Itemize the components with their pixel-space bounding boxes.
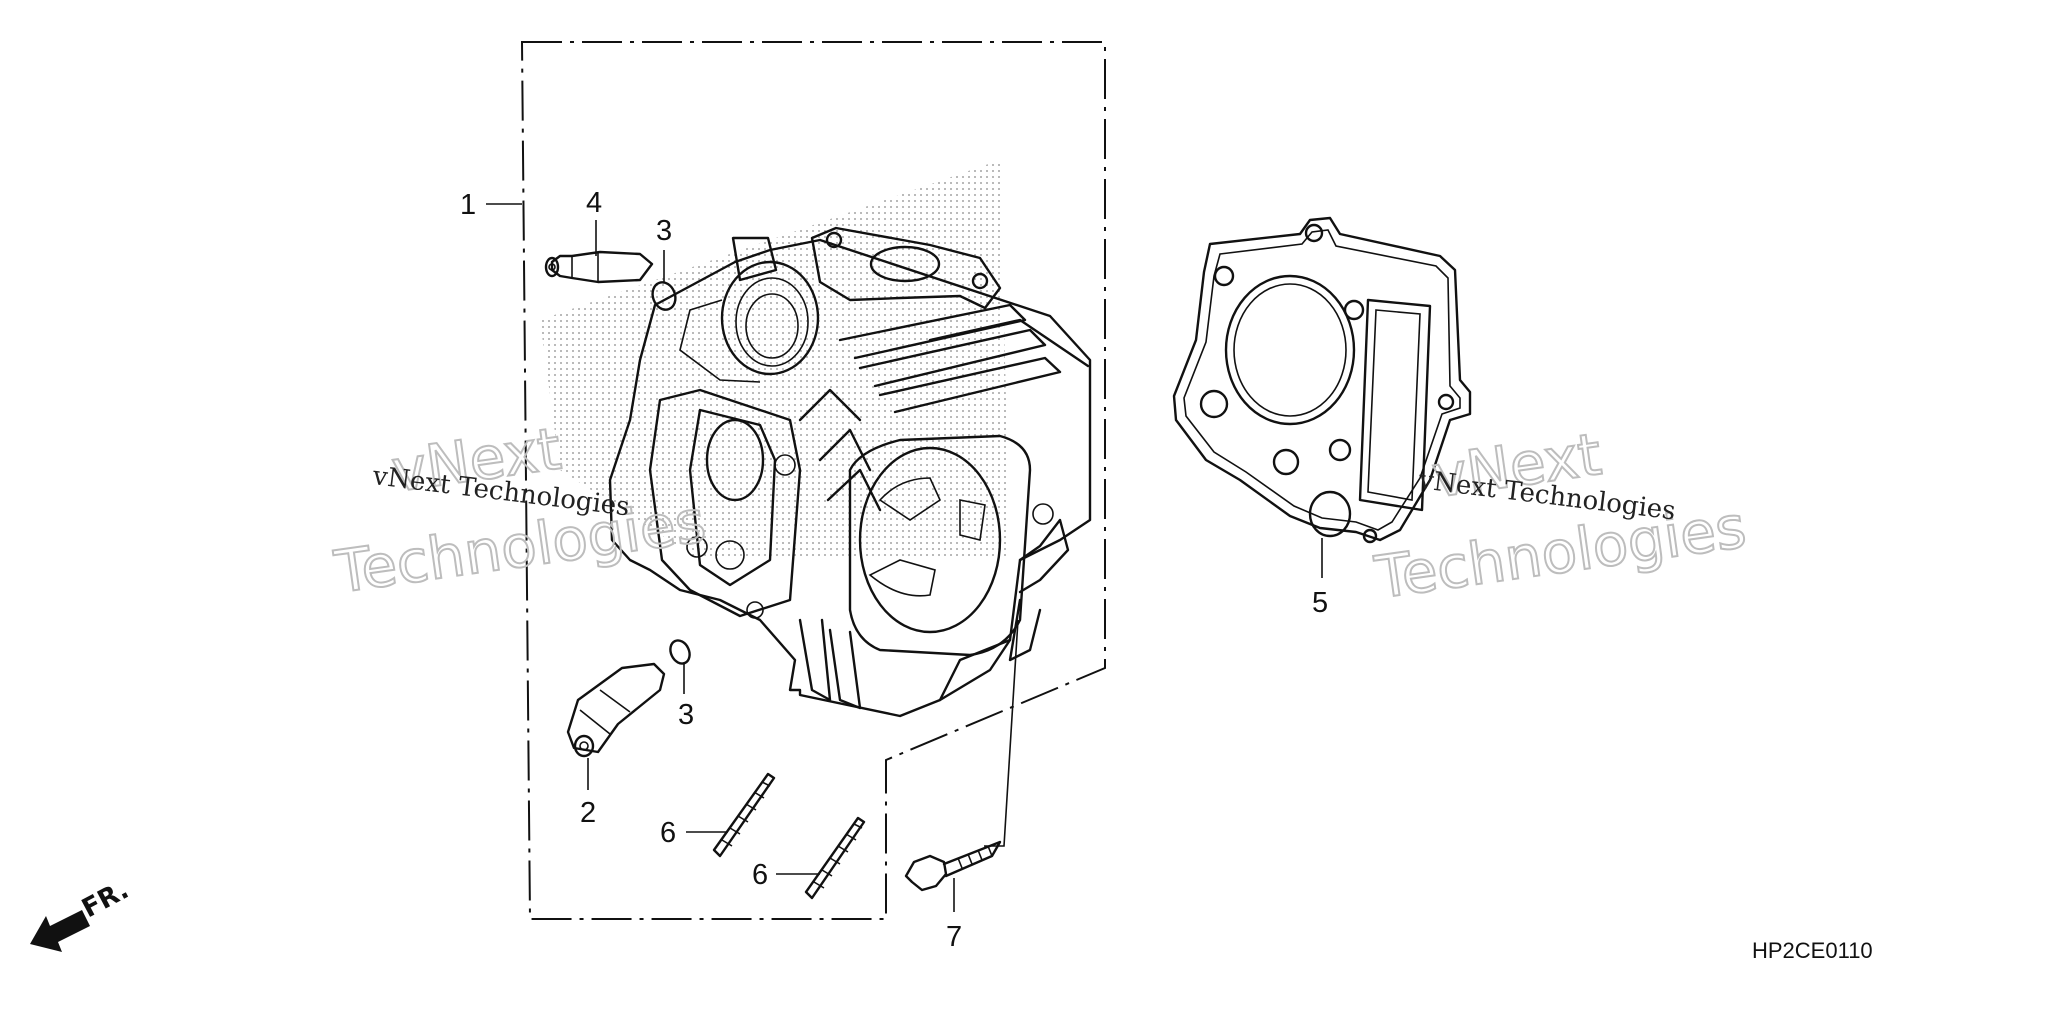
cylinder-head [608,226,1092,718]
callout-2: 2 [580,797,596,829]
o-ring-upper [651,281,677,311]
diagram-code: HP2CE0110 [1752,938,1873,963]
leader-7-ext [984,619,1019,847]
assembly-boundary [520,41,1106,920]
callout-3-upper: 3 [656,215,672,247]
valve-guide-upper [544,250,654,284]
callout-6-left: 6 [660,817,676,849]
o-ring-lower [669,639,691,665]
flange-bolt [904,840,1002,892]
callout-1: 1 [460,189,476,221]
front-arrow-icon [30,910,90,952]
head-gasket [1172,216,1472,544]
callout-5: 5 [1312,587,1328,619]
shading-area [540,160,1010,560]
valve-guide-lower [566,662,666,758]
callout-4: 4 [586,187,602,219]
front-indicator-label: FR. [77,875,134,924]
stud-bolt-right [804,816,866,900]
callout-7: 7 [946,921,962,953]
callout-6-right: 6 [752,859,768,891]
stud-bolt-left [712,772,776,858]
callout-3-lower: 3 [678,699,694,731]
